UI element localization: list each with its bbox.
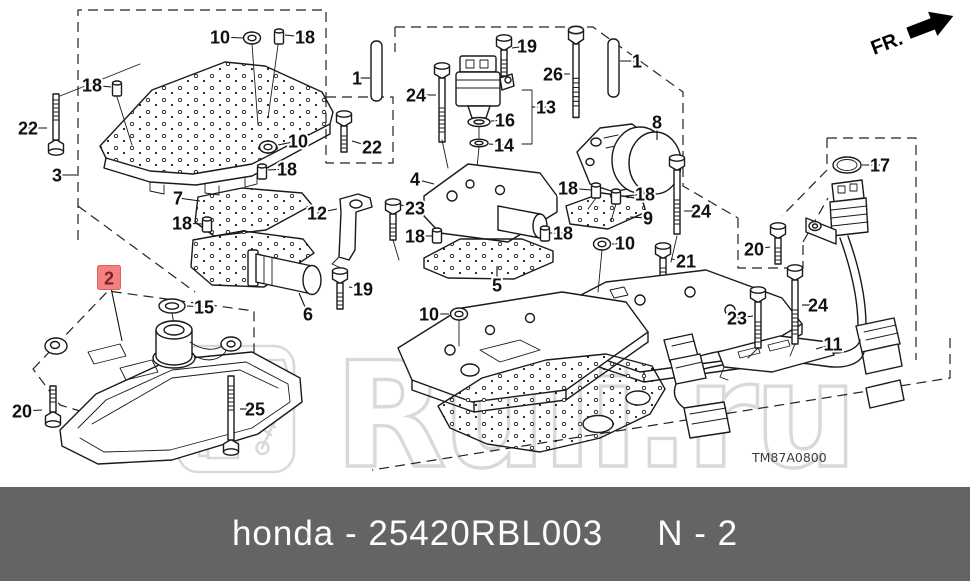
- part-bracket-12: [331, 193, 373, 269]
- footer-page-ref: N - 2: [657, 514, 739, 553]
- callout-10: 10: [288, 132, 308, 152]
- callout-16: 16: [495, 111, 515, 131]
- callout-leader: [414, 178, 435, 185]
- callout-18: 18: [553, 224, 573, 244]
- callout-leader: [488, 143, 505, 146]
- callout-24: 24: [808, 296, 828, 316]
- callout-23: 23: [405, 199, 425, 219]
- part-solenoid-13: [455, 34, 533, 169]
- callout-24: 24: [406, 86, 426, 106]
- callout-leader: [490, 119, 506, 122]
- callout-leader: [21, 409, 43, 412]
- callout-leader: [316, 208, 338, 214]
- callout-leader: [277, 140, 299, 146]
- callout-20: 20: [12, 402, 32, 422]
- callout-2-highlighted[interactable]: 2: [104, 269, 114, 289]
- highlighted-callout-box[interactable]: [97, 265, 121, 290]
- callout-18: 18: [172, 214, 192, 234]
- callout-leader: [351, 140, 373, 148]
- callout-18: 18: [405, 227, 425, 247]
- callout-14: 14: [494, 136, 514, 156]
- callout-19: 19: [517, 37, 537, 57]
- callout-1: 1: [632, 52, 642, 72]
- callout-leader: [611, 242, 626, 245]
- part-solenoid-assembly-6: [190, 230, 322, 296]
- callout-leader: [815, 343, 834, 350]
- callout-18: 18: [635, 185, 655, 205]
- callout-20: 20: [744, 240, 764, 260]
- footer-part-number: honda - 25420RBL003: [231, 514, 604, 553]
- part-sensor-17-harness-11: [663, 156, 905, 439]
- fr-arrow-icon: [906, 11, 954, 39]
- callout-23: 23: [727, 309, 747, 329]
- callout-10: 10: [419, 305, 439, 325]
- callout-10: 10: [210, 28, 230, 48]
- callout-3: 3: [52, 166, 62, 186]
- callout-13: 13: [536, 98, 556, 118]
- callout-leader: [567, 187, 592, 191]
- callout-5: 5: [492, 276, 502, 296]
- callout-leader: [753, 246, 771, 250]
- callout-25: 25: [245, 400, 265, 420]
- callout-leader: [400, 204, 416, 209]
- callout-21: 21: [676, 252, 696, 272]
- diagram-code: TM87A0800: [751, 450, 827, 465]
- callout-17: 17: [870, 156, 890, 176]
- callout-1: 1: [352, 69, 362, 89]
- callout-leader: [284, 34, 306, 38]
- callout-leader: [186, 305, 205, 308]
- callout-9: 9: [643, 209, 653, 229]
- callout-leader: [181, 222, 203, 225]
- callout-leader: [177, 197, 201, 202]
- callout-22: 22: [362, 138, 382, 158]
- part-plate-5: [423, 225, 554, 280]
- callout-leader: [298, 292, 309, 315]
- footer-bar: honda - 25420RBL003 N - 2: [0, 487, 970, 581]
- callout-leader: [267, 168, 288, 171]
- fr-direction-indicator: FR.: [868, 11, 954, 60]
- fr-label: FR.: [868, 28, 906, 60]
- callout-7: 7: [173, 189, 183, 209]
- callout-8: 8: [652, 113, 662, 133]
- part-separator-plate: [437, 353, 666, 453]
- exploded-parts-diagram[interactable]: Ruli.ru: [0, 0, 970, 487]
- callout-leader: [670, 258, 687, 262]
- callout-15: 15: [194, 298, 214, 318]
- callout-leader: [624, 193, 646, 197]
- callout-18: 18: [558, 179, 578, 199]
- callout-12: 12: [307, 204, 327, 224]
- callout-leader: [91, 84, 112, 88]
- callout-18: 18: [82, 76, 102, 96]
- diagram-canvas: Ruli.ru: [10, 9, 954, 487]
- part-valve-body-4: [384, 163, 558, 261]
- part-plate-9: [565, 182, 647, 230]
- part-bolts-pins-top: [335, 25, 620, 169]
- callout-leader: [348, 286, 364, 290]
- callout-22: 22: [18, 119, 38, 139]
- callout-24: 24: [691, 202, 711, 222]
- callout-11: 11: [823, 335, 842, 355]
- callout-leader: [736, 315, 754, 319]
- callout-leader: [219, 36, 244, 39]
- callout-18: 18: [277, 160, 297, 180]
- callout-18: 18: [295, 28, 315, 48]
- callout-leader: [511, 45, 528, 49]
- callout-10: 10: [615, 234, 635, 254]
- callout-6: 6: [303, 305, 313, 325]
- callout-19: 19: [353, 280, 373, 300]
- part-filter-2: [44, 298, 303, 465]
- part-plate-7: [194, 187, 313, 237]
- callout-4: 4: [410, 170, 420, 190]
- callout-leader-layer: [21, 34, 880, 412]
- callout-26: 26: [543, 65, 563, 85]
- callout-leader: [629, 216, 649, 219]
- part-upper-valve-body: [47, 28, 334, 196]
